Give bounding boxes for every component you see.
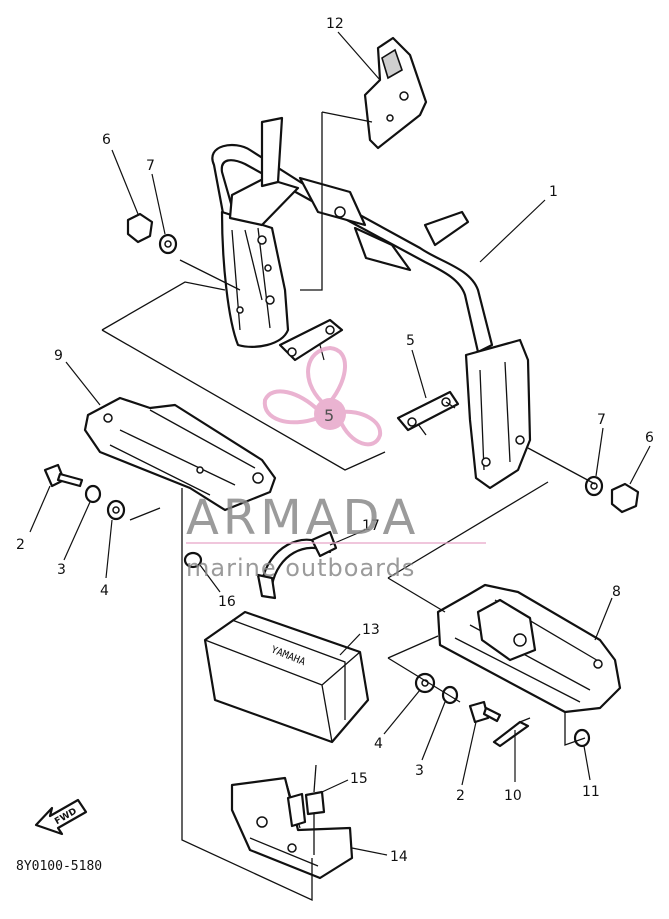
part-3-washer-right: [441, 685, 459, 705]
callout-6-left: 6: [102, 132, 111, 148]
front-arrow: FWD: [34, 798, 88, 836]
callout-12: 12: [326, 16, 344, 32]
callout-13: 13: [362, 622, 380, 638]
callout-4-left: 4: [100, 583, 109, 599]
part-8-right-mount-bracket: [436, 583, 622, 714]
part-7-washer-right: [584, 475, 604, 497]
callout-14: 14: [390, 849, 408, 865]
watermark-logo-number: 5: [324, 406, 334, 425]
part-16-washer: [183, 551, 203, 569]
part-7-washer-left: [158, 233, 178, 255]
callout-6-right: 6: [645, 430, 654, 446]
watermark-brand: ARMADA: [186, 490, 419, 546]
callout-11: 11: [582, 784, 600, 800]
watermark-logo: 5: [262, 345, 383, 447]
callout-16: 16: [218, 594, 236, 610]
leader-lines: [29, 31, 651, 856]
callout-2-right: 2: [456, 788, 465, 804]
callout-9: 9: [54, 348, 63, 364]
part-5-plate-right: [396, 390, 460, 436]
part-14-lower-bracket: [230, 776, 354, 880]
watermark-tagline: marine outboards: [186, 554, 415, 582]
part-6-nut-left: [126, 212, 154, 244]
part-15-stud: [304, 764, 326, 855]
callout-7-left: 7: [146, 158, 155, 174]
part-3-washer-left: [84, 484, 102, 504]
callout-8: 8: [612, 584, 621, 600]
part-4-washer-left: [106, 499, 126, 521]
callout-1: 1: [549, 184, 558, 200]
part-2-bolt-left: [43, 463, 84, 488]
callout-7-right: 7: [597, 412, 606, 428]
callout-10: 10: [504, 788, 522, 804]
part-9-left-mount-bracket: [83, 396, 277, 512]
part-10-pin: [492, 717, 531, 748]
callout-5: 5: [406, 333, 415, 349]
callouts: 1 2 2 3 3 4 4 5 6 6 7 7 8 9 10 11 12 13 …: [16, 16, 654, 865]
callout-3-left: 3: [57, 562, 66, 578]
callout-2-left: 2: [16, 537, 25, 553]
part-1-frame-tube: [211, 116, 532, 490]
callout-4-right: 4: [374, 736, 383, 752]
callout-3-right: 3: [415, 763, 424, 779]
part-2-bolt-right: [468, 700, 502, 724]
watermark: 5 ARMADA marine outboards: [186, 345, 486, 582]
part-17-strap: [256, 530, 338, 600]
drawing-code: 8Y0100-5180: [16, 859, 102, 874]
callout-15: 15: [350, 771, 368, 787]
part-11-washer: [573, 728, 591, 748]
callout-17: 17: [362, 518, 380, 534]
assembly-lines: [101, 111, 596, 902]
part-5-plate-left: [278, 318, 344, 362]
part-12-bracket: [363, 36, 428, 150]
part-13-box: YAMAHA: [203, 610, 370, 744]
part-6-nut-right: [610, 482, 640, 514]
